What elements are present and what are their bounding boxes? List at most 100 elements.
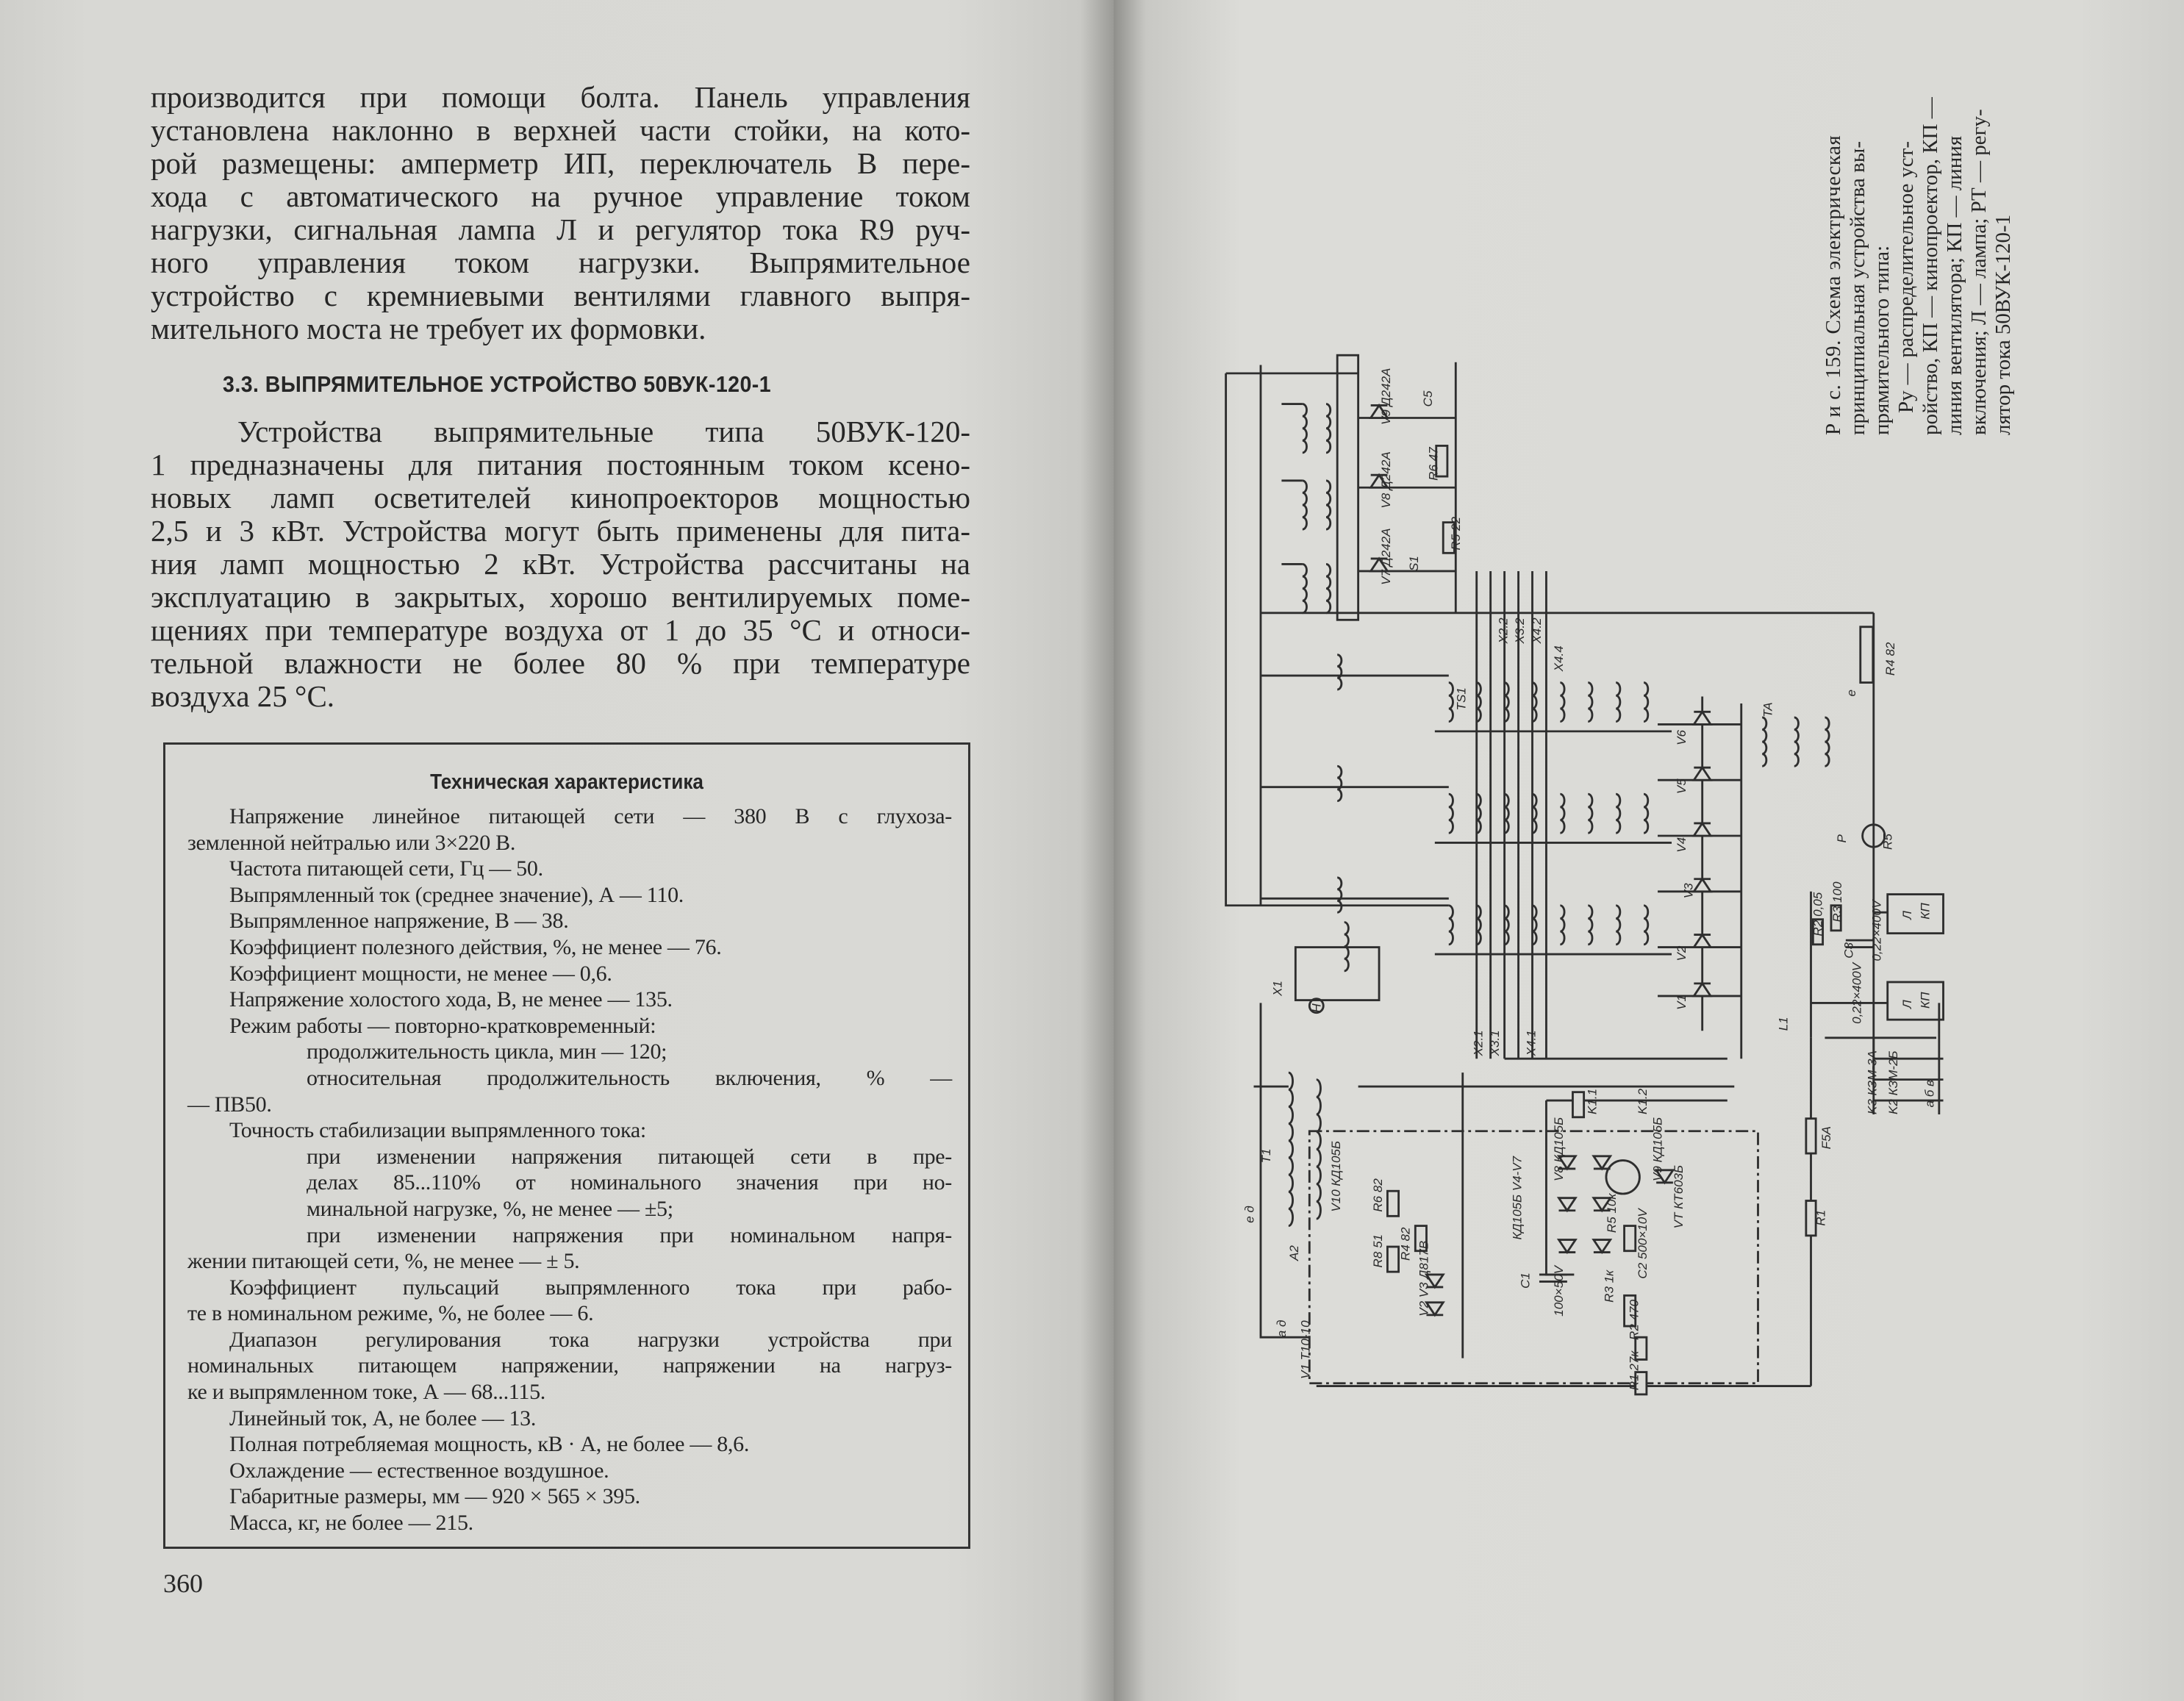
coil-winding (1448, 904, 1454, 946)
section-heading: 3.3. ВЫПРЯМИТЕЛЬНОЕ УСТРОЙСТВО 50ВУК-120… (223, 371, 772, 397)
label-k3: K3 КЗМ-3А (1866, 1050, 1880, 1114)
coil-winding (1588, 904, 1594, 946)
label-x31: X3.1 (1488, 1030, 1502, 1056)
label-x32: X3.2 (1513, 617, 1527, 645)
spec-line: Коэффициент пульсаций выпрямленного тока… (229, 1275, 952, 1300)
label-v9-diode: V9 КД105Б (1651, 1117, 1665, 1181)
label-x42: X4.2 (1530, 617, 1544, 645)
paragraph-2: Устройства выпрямительные типа 50ВУК-120… (151, 415, 970, 713)
resistor (1442, 521, 1456, 554)
resistor (1623, 1225, 1637, 1253)
coil-winding (1588, 681, 1594, 723)
coil-winding (1615, 904, 1622, 946)
coil-winding (1325, 479, 1332, 531)
coil-winding (1448, 792, 1454, 834)
text-line: ного управления током нагрузки. Выпрямит… (151, 246, 970, 279)
text-line: 2,5 и 3 кВт. Устройства могут быть приме… (151, 514, 970, 548)
coil-winding (1302, 563, 1308, 615)
coil-winding (1532, 792, 1538, 834)
label-a2: A2 (1287, 1245, 1301, 1261)
label-v3: V3 (1681, 883, 1695, 898)
label-v8: V8 Д242А (1379, 451, 1393, 508)
label-c5: C5 (1421, 390, 1435, 407)
coil-winding (1344, 921, 1350, 973)
spec-line: Напряжение холостого хода, В, не менее —… (229, 987, 673, 1012)
capacitor (1845, 939, 1874, 949)
label-r1-27k: R1 27к (1628, 1350, 1641, 1390)
coil-winding (1302, 479, 1308, 531)
label-t1: T1 (1259, 1148, 1273, 1163)
label-x1: X1 (1270, 981, 1284, 997)
spec-line: номинальных питающем напряжении, напряже… (187, 1353, 952, 1378)
diode (1654, 1169, 1675, 1185)
text-line: хода с автоматического на ручное управле… (151, 179, 970, 213)
resistor (1805, 1200, 1817, 1237)
label-v4-v7: КД105Б V4-V7 (1510, 1156, 1524, 1239)
resistor (1859, 626, 1875, 684)
kp-box (1886, 981, 1944, 1021)
label-vt: VT КТ603Б (1672, 1165, 1686, 1229)
coil-winding (1336, 764, 1343, 803)
ammeter-circle (1861, 823, 1886, 848)
spec-line: при изменении напряжения при номинальном… (307, 1222, 952, 1247)
diode (1592, 1155, 1613, 1171)
text-line: 1 предназначены для питания постоянным т… (151, 448, 970, 481)
label-v5: V5 (1675, 778, 1689, 794)
text-line: ния ламп мощностью 2 кВт. Устройства рас… (151, 547, 970, 581)
label-v4: V4 (1675, 837, 1689, 853)
spec-line: Коэффициент мощности, не менее — 0,6. (229, 961, 612, 986)
wire (1225, 373, 1449, 907)
label-v10: V10 КД105Б (1329, 1141, 1343, 1212)
spec-line: делах 85...110% от номинального значения… (307, 1170, 952, 1195)
coil-winding (1504, 792, 1510, 834)
resistor (1634, 1336, 1648, 1361)
label-r3-top: R3 100 (1830, 881, 1844, 922)
coil-winding (1615, 792, 1622, 834)
spec-line: при изменении напряжения питающей сети в… (307, 1144, 952, 1169)
label-c2: C2 500×10V (1636, 1208, 1650, 1279)
label-r6-top: R6 47 (1427, 447, 1441, 481)
specification-box: Техническая характеристика Напряжение ли… (163, 742, 970, 1549)
label-r3: R3 1к (1602, 1270, 1616, 1303)
label-r2-top: R2 0,05 (1811, 892, 1825, 936)
resistor (1386, 1189, 1400, 1217)
label-r5-top: R5 22 (1449, 517, 1463, 551)
label-s1: S1 (1407, 556, 1421, 571)
spec-line: минальной нагрузке, %, не менее — ±5; (307, 1196, 673, 1221)
spec-line: относительная продолжительность включени… (307, 1065, 952, 1090)
resistor (1435, 444, 1449, 478)
label-v7: V7 Д242А (1379, 528, 1393, 584)
diode (1691, 821, 1713, 837)
spec-lines: Напряжение линейное питающей сети — 380 … (187, 803, 952, 1536)
transistor-vt (1605, 1159, 1641, 1195)
text-line: эксплуатацию в закрытых, хорошо вентилир… (151, 580, 970, 614)
label-r5: R5 10к (1605, 1193, 1619, 1233)
label-lamp-2: Л (1900, 1000, 1914, 1009)
spec-title: Техническая характеристика (430, 770, 703, 794)
resistor (1414, 1225, 1428, 1253)
resistor (1811, 918, 1825, 946)
label-h: H (1309, 1003, 1323, 1013)
label-kp-2: КП (1919, 992, 1933, 1009)
wire (1259, 1003, 1310, 1339)
page-number: 360 (163, 1569, 203, 1598)
spec-line: Диапазон регулирования тока нагрузки уст… (229, 1327, 952, 1352)
coil-winding (1325, 403, 1332, 454)
label-r8: R8 51 (1371, 1234, 1385, 1268)
text-line: Устройства выпрямительные типа 50ВУК-120… (237, 415, 970, 448)
text-line: новых ламп осветителей кинопроекторов мо… (151, 481, 970, 515)
label-r6: R6 82 (1371, 1178, 1385, 1212)
diode (1424, 1301, 1445, 1317)
label-ed: е д (1243, 1206, 1257, 1223)
terminal-strip (1336, 354, 1360, 621)
coil-winding (1504, 904, 1510, 946)
label-cap-1: 0,22×400V (1869, 899, 1883, 961)
spec-line: Коэффициент полезного действия, %, не ме… (229, 934, 722, 959)
coil-winding (1761, 716, 1768, 767)
label-ad: а д (1275, 1320, 1289, 1338)
label-r4: R4 82 (1399, 1227, 1413, 1261)
label-x41: X4.1 (1524, 1030, 1538, 1056)
diode (1691, 709, 1713, 726)
spec-line: Частота питающей сети, Гц — 50. (229, 856, 543, 881)
coil-winding (1476, 904, 1482, 946)
